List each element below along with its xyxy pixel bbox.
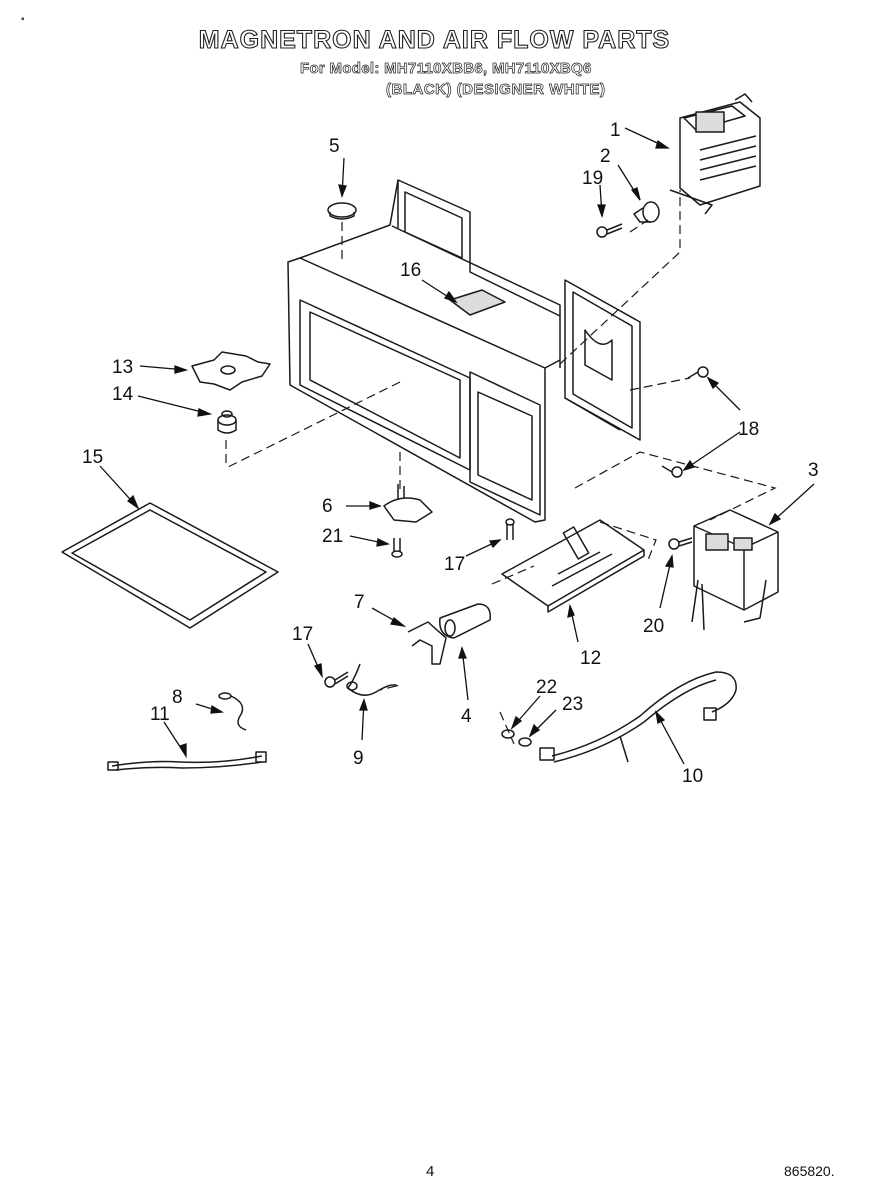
callout-23: 23 bbox=[562, 694, 583, 715]
callout-9: 9 bbox=[353, 748, 364, 769]
part-bushing bbox=[217, 410, 237, 434]
callout-labels: 1 2 3 4 5 6 7 8 9 10 11 12 13 14 15 16 1… bbox=[82, 120, 819, 787]
part-screw-17-upper bbox=[505, 518, 515, 540]
part-capacitor-bracket bbox=[407, 621, 447, 665]
part-wire-harness-8 bbox=[218, 692, 247, 731]
corner-mark: ▪ bbox=[21, 14, 25, 25]
page-title: MAGNETRON AND AIR FLOW PARTS bbox=[198, 25, 671, 54]
callout-10: 10 bbox=[682, 766, 703, 787]
part-magnetron bbox=[669, 93, 761, 215]
part-screw-20 bbox=[668, 537, 693, 550]
callout-3: 3 bbox=[808, 460, 819, 481]
callout-6: 6 bbox=[322, 496, 333, 517]
callout-17-upper: 17 bbox=[444, 554, 465, 575]
callout-20: 20 bbox=[643, 616, 664, 637]
part-air-duct-housing bbox=[287, 179, 561, 523]
callout-17-lower: 17 bbox=[292, 624, 313, 645]
page-number: 4 bbox=[426, 1163, 435, 1180]
part-side-bracket bbox=[564, 279, 641, 441]
callout-7: 7 bbox=[354, 592, 365, 613]
callout-4: 4 bbox=[461, 706, 472, 727]
part-stirrer bbox=[191, 351, 271, 391]
callout-14: 14 bbox=[112, 384, 134, 405]
model-line: For Model: MH7110XBB6, MH7110XBQ6 bbox=[300, 60, 592, 78]
callout-1: 1 bbox=[610, 120, 621, 141]
callout-21: 21 bbox=[322, 526, 343, 547]
callout-16: 16 bbox=[400, 260, 421, 281]
part-screw-17-lower bbox=[324, 671, 349, 688]
callout-12: 12 bbox=[580, 648, 601, 669]
callout-5: 5 bbox=[329, 136, 340, 157]
finish-line: (BLACK) (DESIGNER WHITE) bbox=[386, 81, 606, 99]
part-transformer bbox=[691, 509, 779, 631]
part-thermal-protector bbox=[327, 202, 357, 220]
callout-8: 8 bbox=[172, 687, 183, 708]
part-screw-18-lower bbox=[661, 465, 683, 478]
part-washer-23 bbox=[518, 737, 532, 747]
part-wire-harness-10 bbox=[539, 671, 737, 763]
part-screw-18-upper bbox=[687, 366, 709, 379]
callout-18: 18 bbox=[738, 419, 759, 440]
part-thermostat bbox=[633, 201, 660, 223]
part-stirrer-motor bbox=[383, 484, 433, 523]
callout-11: 11 bbox=[150, 704, 170, 725]
document-number: 865820. bbox=[784, 1163, 835, 1179]
part-capacitor bbox=[439, 603, 491, 639]
assembly-lines bbox=[225, 190, 777, 745]
callout-15: 15 bbox=[82, 447, 103, 468]
part-screw-19 bbox=[596, 223, 623, 238]
callout-19: 19 bbox=[582, 168, 603, 189]
part-wire-harness-11 bbox=[107, 751, 267, 771]
callout-2: 2 bbox=[600, 146, 611, 167]
part-cover-panel bbox=[61, 502, 279, 629]
part-base-plate bbox=[501, 519, 645, 613]
callout-22: 22 bbox=[536, 677, 557, 698]
part-screw-21 bbox=[391, 538, 403, 558]
leader-lines bbox=[99, 127, 815, 765]
part-wire-harness-9 bbox=[346, 663, 399, 696]
callout-13: 13 bbox=[112, 357, 133, 378]
